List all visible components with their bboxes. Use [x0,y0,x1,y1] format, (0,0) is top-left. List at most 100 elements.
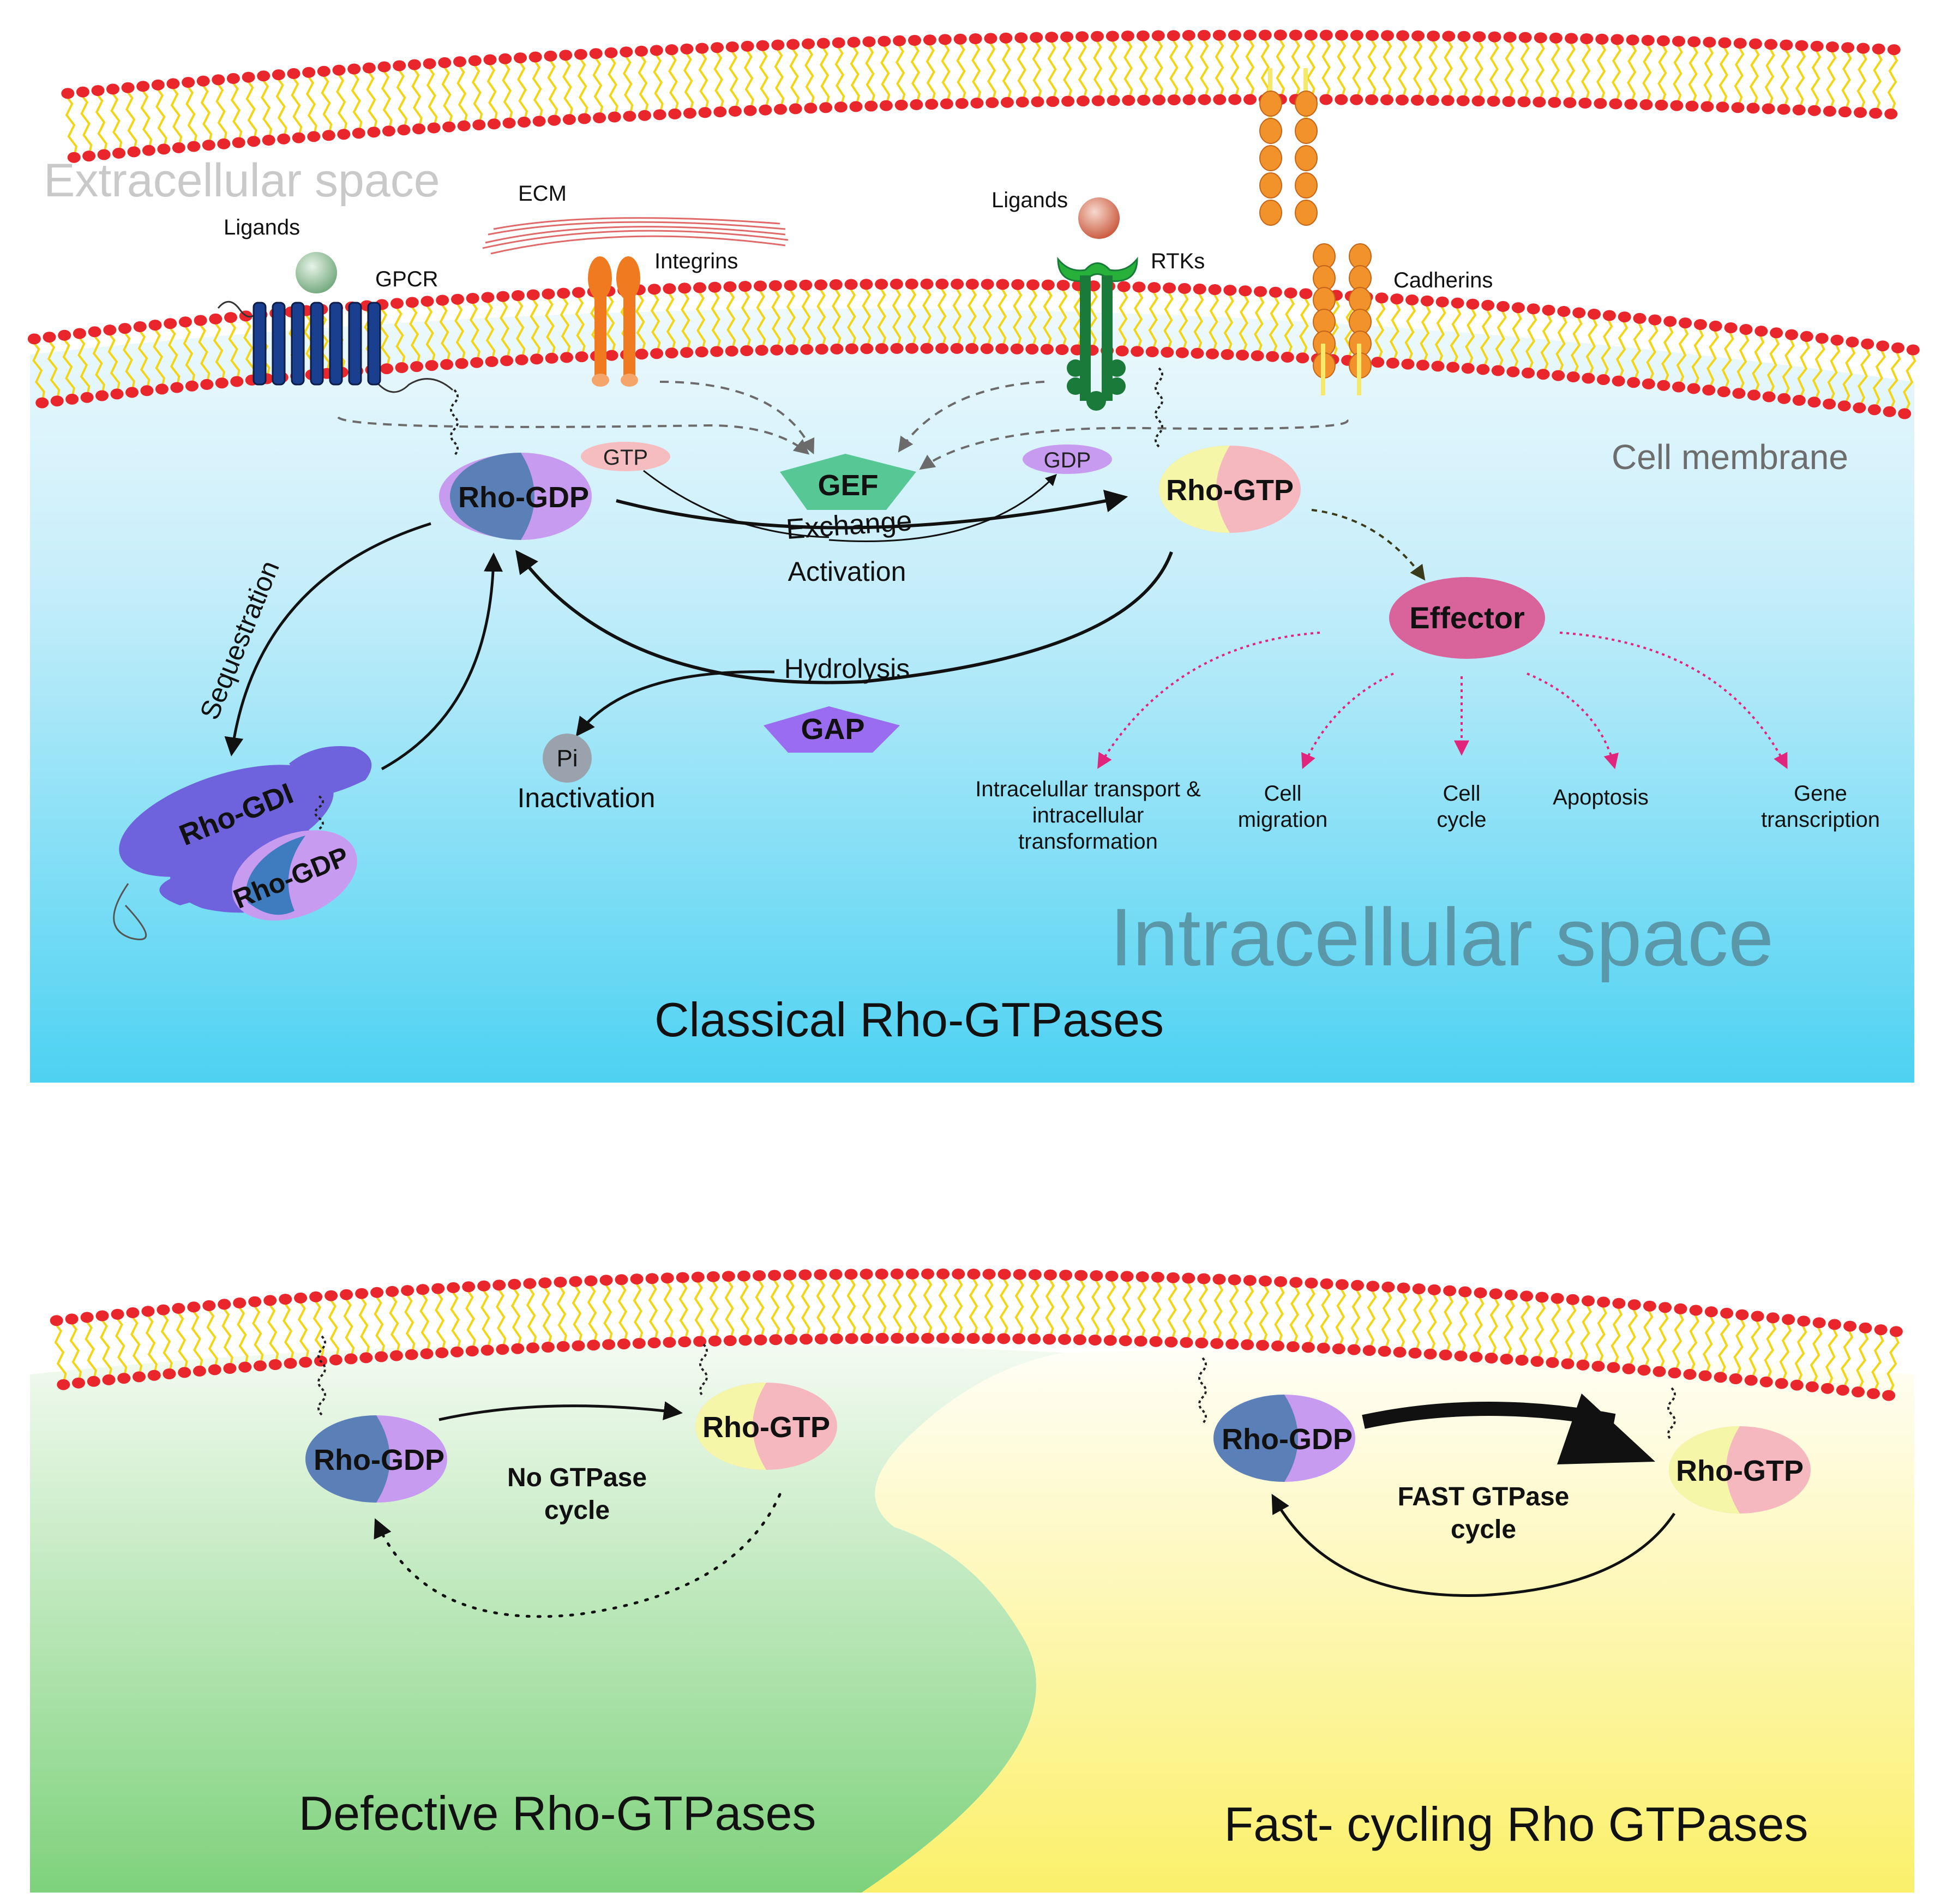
lipid-head [1702,385,1716,396]
lipid-head [157,143,171,155]
lipid-head [940,98,953,110]
lipid-head [1031,96,1044,107]
lipid-tail [1702,1311,1715,1377]
lipid-tail [667,49,679,115]
lipid-head [774,104,787,115]
lipid-head [1754,326,1768,337]
lipid-head [480,1344,494,1356]
lipid-tail [663,1277,674,1343]
lipid-head [1046,96,1060,107]
lipid-tail [1228,1279,1239,1345]
classical-title: Classical Rho-GTPases [654,993,1164,1047]
lipid-head [431,1283,445,1294]
lipid-tail [196,320,211,385]
lipid-tail [908,1273,917,1339]
lipid-head [589,48,603,59]
lipid-tail [395,65,408,130]
lipid-tail [1525,308,1537,374]
lipid-head [708,281,722,293]
lipid-head [1427,31,1440,41]
lipid-tail [1284,292,1295,358]
lipid-tail [740,1275,750,1341]
lipid-head [771,39,785,51]
lipid-head [849,101,863,112]
lipid-head [340,1289,353,1300]
rho-gdi-shape [119,765,334,877]
lipid-head [1461,363,1475,374]
lipid-head [1041,279,1055,291]
fast-cycling-title: Fast- cycling Rho GTPases [1224,1797,1808,1851]
lipid-tail [1243,1280,1254,1346]
lipid-head [1810,40,1824,52]
lipid-head [1687,383,1700,394]
lipid-head [676,1272,689,1283]
lipid-head [1182,94,1196,105]
lipid-head [178,1367,191,1378]
lipid-tail [166,323,181,388]
lipid-head [1000,97,1014,108]
lipid-head [355,1288,369,1299]
lipid-tail [938,1273,948,1339]
lipid-head [1565,33,1578,44]
lipid-head [209,313,223,325]
lipid-tail [982,284,992,349]
lipid-head [1115,345,1129,357]
lipid-head [1091,31,1104,42]
lipid-tail [877,284,886,349]
lipid-tail [1043,284,1053,350]
lipid-head [1807,105,1821,116]
lipid-tail [1611,1302,1623,1368]
lipid-tail [1108,35,1118,101]
lipid-head [1105,1270,1119,1282]
lipid-head [723,281,737,292]
lipid-head [1350,94,1363,105]
lipid-tail [1289,1281,1300,1347]
lipid-head [1208,284,1222,295]
lipid-head [208,1364,221,1376]
lipid-head [453,56,466,68]
fast-rho-gdp-label: Rho-GDP [1222,1423,1353,1456]
lipid-head [1867,404,1881,416]
lipid-head [1548,97,1561,108]
lipid-tail [877,1273,887,1339]
lipid-head [1175,347,1189,358]
effector-outcome-arrows [1097,632,1788,770]
lipid-head [194,315,207,326]
lipid-head [496,291,510,302]
lipid-tail [304,72,317,137]
lipid-head [1471,95,1485,107]
effector-outcome-label: Intracelullar transport & [975,777,1201,801]
lipid-head [202,1300,216,1311]
lipid-tail [1488,1293,1500,1359]
lipid-head [1595,33,1609,45]
lipid-tail [1137,1276,1147,1342]
lipid-tail [1519,37,1530,103]
lipid-head [438,57,452,68]
lipid-head [397,124,411,136]
lipid-tail [479,1285,491,1351]
lipid-tail [1749,43,1760,109]
lipid-head [375,1351,388,1362]
lipid-head [630,1274,644,1285]
no-gtpase-cycle-line1: No GTPase [507,1463,647,1492]
lipid-head [1393,1347,1407,1358]
lipid-tail [1239,290,1249,356]
lipid-tail [1535,37,1545,103]
lipid-head [587,1340,600,1351]
lipid-head [233,1298,247,1308]
lipid-head [1243,1275,1257,1286]
gdp-out-arrow [828,473,1057,543]
lipid-tail [1321,34,1331,100]
lipid-tail [1825,1323,1838,1389]
lipid-head [741,40,754,52]
rho-gdi-complex [113,746,372,940]
lipid-head [935,343,949,354]
lipid-head [1458,1286,1472,1298]
lipid-head [95,390,109,401]
lipid-head [217,138,231,149]
lipid-head [647,1337,661,1349]
lipid-head [1319,29,1333,41]
lipid-head [784,280,797,291]
lipid-head [559,50,573,61]
lipid-head [112,147,125,159]
